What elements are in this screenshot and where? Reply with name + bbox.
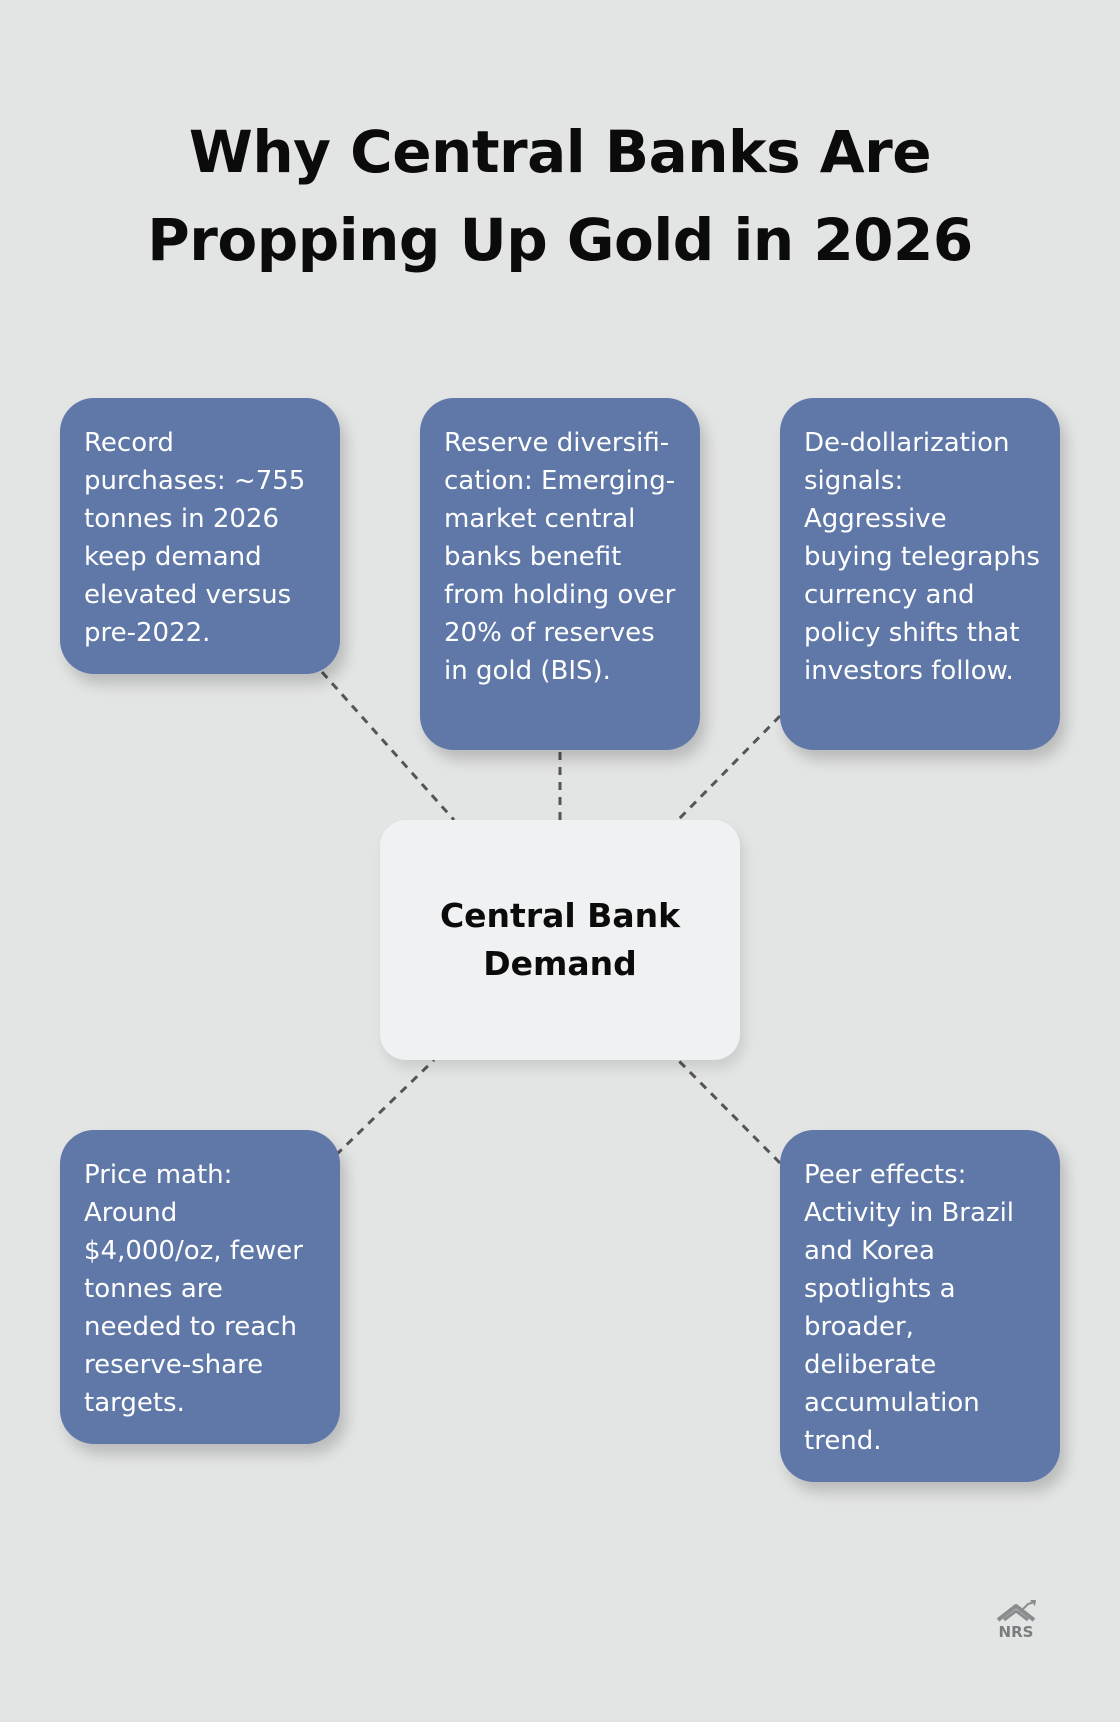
node-text: Price math: Around $4,000/oz, fewer tonn…: [84, 1160, 303, 1418]
connector-de-dollarization: [676, 714, 782, 822]
node-de-dollarization: De-dollarization signals: Aggressive buy…: [780, 398, 1060, 750]
page-title: Why Central Banks Are Propping Up Gold i…: [0, 108, 1120, 284]
connector-peer-effects: [676, 1058, 782, 1165]
node-text: De-dollarization signals: Aggressive buy…: [804, 428, 1040, 686]
node-text: Reserve diversifi-cation: Emerging-marke…: [444, 428, 676, 686]
node-peer-effects: Peer effects: Activity in Brazil and Kor…: [780, 1130, 1060, 1482]
node-text: Record purchases: ~755 tonnes in 2026 ke…: [84, 428, 306, 648]
connector-price-math: [334, 1058, 436, 1157]
center-label: Central Bank Demand: [439, 896, 681, 983]
nrs-logo: NRS: [994, 1598, 1038, 1640]
center-node: Central Bank Demand: [380, 820, 740, 1060]
title-line-1: Why Central Banks Are: [188, 118, 932, 186]
node-record-purchases: Record purchases: ~755 tonnes in 2026 ke…: [60, 398, 340, 674]
node-reserve-diversification: Reserve diversifi-cation: Emerging-marke…: [420, 398, 700, 750]
node-price-math: Price math: Around $4,000/oz, fewer tonn…: [60, 1130, 340, 1444]
node-text: Peer effects: Activity in Brazil and Kor…: [804, 1160, 1015, 1456]
connector-record-purchases: [320, 671, 456, 821]
house-chart-icon: [996, 1600, 1036, 1622]
title-line-2: Propping Up Gold in 2026: [147, 206, 973, 274]
logo-text: NRS: [998, 1623, 1034, 1641]
